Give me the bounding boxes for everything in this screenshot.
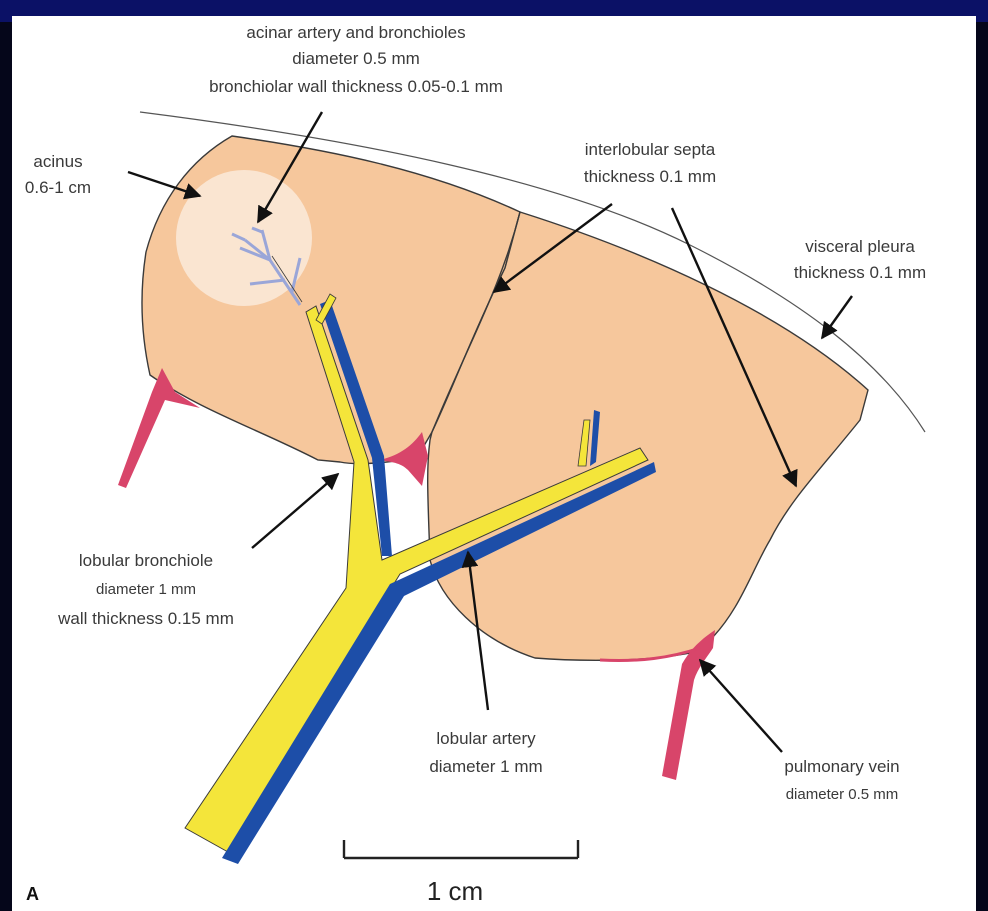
label-bronchiole-line1: lobular bronchiole [79,551,213,570]
arrow-pleura [822,296,852,338]
label-bronchiole-line2: diameter 1 mm [96,581,196,598]
label-vein-line2: diameter 0.5 mm [786,786,899,803]
label-bronchiole-line3: wall thickness 0.15 mm [57,609,234,628]
label-artery-line2: diameter 1 mm [429,757,542,776]
label-artery-line1: lobular artery [436,729,536,748]
label-acinar-line1: acinar artery and bronchioles [246,23,465,42]
label-vein-line1: pulmonary vein [784,757,899,776]
label-acinus-line1: acinus [33,152,82,171]
label-acinar-line3: bronchiolar wall thickness 0.05-0.1 mm [209,77,503,96]
label-septa-line2: thickness 0.1 mm [584,167,716,186]
arrow-vein [700,660,782,752]
scale-bar [344,840,578,858]
label-pleura-line2: thickness 0.1 mm [794,263,926,282]
arrow-bronchiole [252,474,338,548]
panel-letter: A [26,884,39,904]
label-pleura-line1: visceral pleura [805,237,915,256]
label-septa-line1: interlobular septa [585,140,716,159]
label-acinus-line2: 0.6-1 cm [25,178,91,197]
scale-bar-label: 1 cm [427,876,483,906]
label-acinar-line2: diameter 0.5 mm [292,49,420,68]
